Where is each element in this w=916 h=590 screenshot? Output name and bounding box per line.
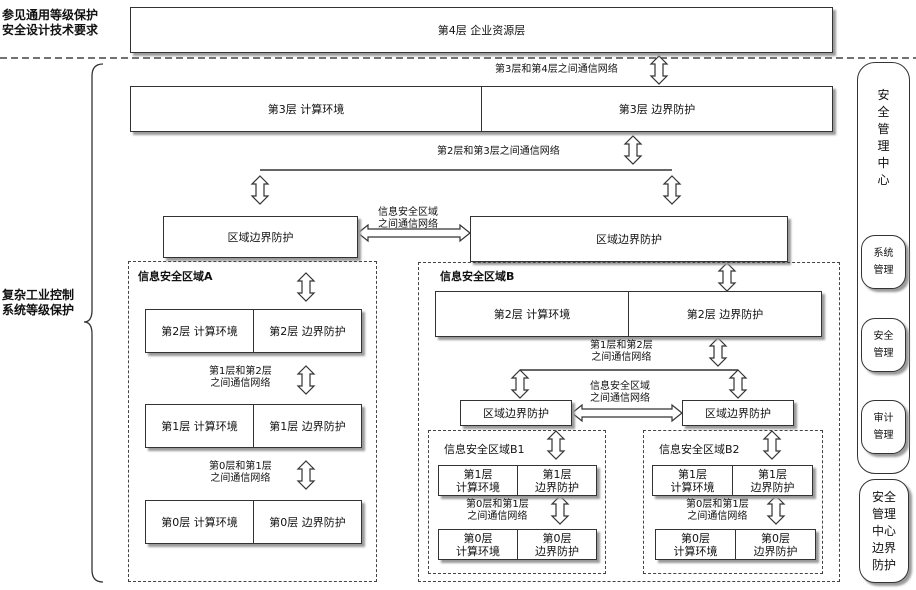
zone-b2-title: 信息安全区域B2 [659,443,740,456]
zone-b2-net-0-1-label: 第0层和第1层 之间通信网络 [686,499,749,522]
security-management-box: 安全 管理 [861,318,906,372]
zone-a [128,261,377,582]
layer4-box: 第4层 企业资源层 [130,7,833,53]
zone-b1 [428,430,606,574]
zone-b-layer2: 第2层 计算环境 第2层 边界防护 [435,291,822,337]
zone-b1-layer1: 第1层 计算环境 第1层 边界防护 [438,465,597,496]
zone-b2 [643,430,823,574]
arrow-to-region-left [251,175,269,205]
zone-b-boundary-right-label: 区域边界防护 [705,406,771,420]
zone-b2-l1-compute: 第1层 计算环境 [670,467,715,494]
region-boundary-left-label: 区域边界防护 [227,230,294,244]
system-management-label: 系统 管理 [873,248,894,276]
zone-a-l2-boundary: 第2层 边界防护 [253,310,361,352]
net-2-3-label: 第2层和第3层之间通信网络 [437,146,560,158]
system-protection-label: 复杂工业控制 系统等级保护 [2,288,74,318]
net-3-4-label: 第3层和第4层之间通信网络 [495,64,618,76]
zone-b1-l1-boundary: 第1层 边界防护 [517,466,596,495]
zone-b-net-between-label: 信息安全区域 之间通信网络 [590,381,650,404]
arrow-layer2-layer3 [624,135,642,165]
zone-b-boundary-right: 区域边界防护 [682,400,794,426]
arrow-to-region-right [663,175,681,205]
zone-b1-l0-compute: 第0层 计算环境 [456,531,500,558]
zone-b-boundary-left-label: 区域边界防护 [483,406,549,420]
layer3-compute: 第3层 计算环境 [267,102,345,116]
zone-b1-l0-boundary: 第0层 边界防护 [517,530,596,559]
reference-label: 参见通用等级保护 安全设计技术要求 [2,8,98,38]
zone-b2-l0-compute: 第0层 计算环境 [673,531,718,558]
zone-b1-l1-compute: 第1层 计算环境 [456,467,500,494]
zone-a-l0-compute: 第0层 计算环境 [161,515,238,529]
zone-b-net-1-2-label: 第1层和第2层 之间通信网络 [590,340,653,363]
layer4-label: 第4层 企业资源层 [437,23,526,37]
zone-a-layer1: 第1层 计算环境 第1层 边界防护 [145,404,362,448]
zone-b [418,262,840,582]
center-boundary-protection: 安全 管理 中心 边界 防护 [859,479,909,583]
zone-b2-layer0: 第0层 计算环境 第0层 边界防护 [655,529,816,560]
system-management-box: 系统 管理 [861,235,906,289]
zone-b2-layer1: 第1层 计算环境 第1层 边界防护 [652,465,813,496]
layer3-boundary: 第3层 边界防护 [481,87,832,131]
zone-b1-layer0: 第0层 计算环境 第0层 边界防护 [438,529,597,560]
security-management-label: 安全 管理 [873,331,894,359]
audit-management-box: 审计 管理 [861,400,906,454]
region-boundary-right-label: 区域边界防护 [596,232,662,246]
zone-b-boundary-left: 区域边界防护 [460,400,572,426]
region-boundary-right: 区域边界防护 [470,216,788,262]
zone-a-layer2: 第2层 计算环境 第2层 边界防护 [145,309,362,353]
zone-b-l2-compute: 第2层 计算环境 [493,307,571,321]
zone-a-l1-boundary: 第1层 边界防护 [253,405,361,447]
zone-b-l2-boundary: 第2层 边界防护 [628,292,821,336]
audit-management-label: 审计 管理 [873,413,894,441]
center-boundary-protection-label: 安全 管理 中心 边界 防护 [871,489,896,572]
zone-b1-title: 信息安全区域B1 [444,443,525,456]
zone-a-layer0: 第0层 计算环境 第0层 边界防护 [145,500,362,544]
zone-a-net-1-2-label: 第1层和第2层 之间通信网络 [209,366,272,389]
zone-a-title: 信息安全区域A [138,270,213,283]
zone-b2-l0-boundary: 第0层 边界防护 [735,530,815,559]
zone-b2-l1-boundary: 第1层 边界防护 [732,466,812,495]
arrow-layer3-layer4 [650,55,668,85]
zone-a-l2-compute: 第2层 计算环境 [161,324,238,338]
system-protection-label-text: 复杂工业控制 系统等级保护 [2,288,75,317]
net-between-regions-label: 信息安全区域 之间通信网络 [378,207,438,230]
zone-b1-net-0-1-label: 第0层和第1层 之间通信网络 [466,499,529,522]
security-management-center-label: 安 全 管 理 中 心 [877,88,890,187]
zone-b-title: 信息安全区域B [440,270,515,283]
zone-a-net-0-1-label: 第0层和第1层 之间通信网络 [209,461,272,484]
left-bracket [83,63,104,583]
layer3-box: 第3层 计算环境 第3层 边界防护 [130,86,833,132]
zone-a-l1-compute: 第1层 计算环境 [161,419,238,433]
reference-label-text: 参见通用等级保护 安全设计技术要求 [2,8,99,37]
region-boundary-left: 区域边界防护 [163,216,358,258]
zone-a-l0-boundary: 第0层 边界防护 [253,501,361,543]
